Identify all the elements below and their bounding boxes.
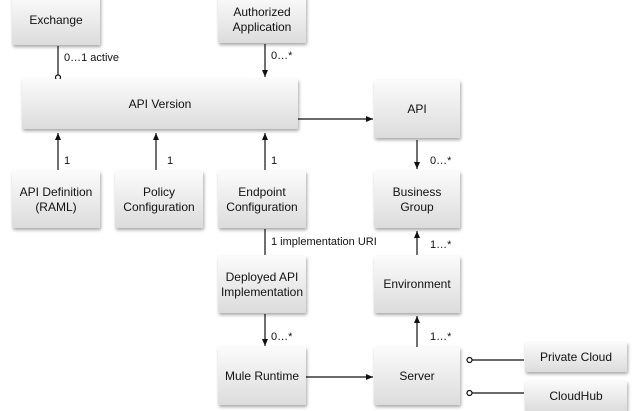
- node-mule-runtime[interactable]: Mule Runtime: [218, 347, 306, 405]
- node-api-definition[interactable]: API Definition (RAML): [12, 171, 100, 228]
- node-business-group[interactable]: Business Group: [374, 171, 460, 228]
- node-policy-configuration[interactable]: Policy Configuration: [115, 171, 203, 228]
- node-private-cloud[interactable]: Private Cloud: [525, 342, 627, 372]
- label-environment-multiplicity: 1…*: [430, 239, 452, 251]
- node-endpoint-configuration[interactable]: Endpoint Configuration: [218, 171, 306, 228]
- label-apidef-multiplicity: 1: [64, 155, 71, 167]
- node-api[interactable]: API: [374, 80, 460, 138]
- node-deployed-api-implementation[interactable]: Deployed API Implementation: [218, 256, 306, 313]
- node-exchange[interactable]: Exchange: [12, 0, 100, 45]
- aggregation-circle: [466, 356, 473, 364]
- label-policy-multiplicity: 1: [167, 155, 174, 167]
- label-authapp-multiplicity: 0…*: [271, 50, 293, 62]
- label-api-business-group-multiplicity: 0…*: [430, 155, 452, 167]
- node-environment[interactable]: Environment: [374, 256, 460, 313]
- node-cloudhub[interactable]: CloudHub: [525, 381, 627, 411]
- label-server-environment-multiplicity: 1…*: [430, 331, 452, 343]
- label-exchange-multiplicity: 0…1 active: [64, 52, 120, 64]
- label-deployed-mule-multiplicity: 0…*: [271, 331, 293, 343]
- aggregation-circle: [466, 389, 473, 397]
- label-endpoint-multiplicity: 1: [271, 155, 278, 167]
- node-authorized-application[interactable]: Authorized Application: [218, 0, 306, 43]
- node-server[interactable]: Server: [374, 347, 460, 405]
- label-implementation-uri: 1 implementation URI: [271, 236, 377, 248]
- node-api-version[interactable]: API Version: [22, 79, 298, 129]
- connectors: [54, 44, 524, 397]
